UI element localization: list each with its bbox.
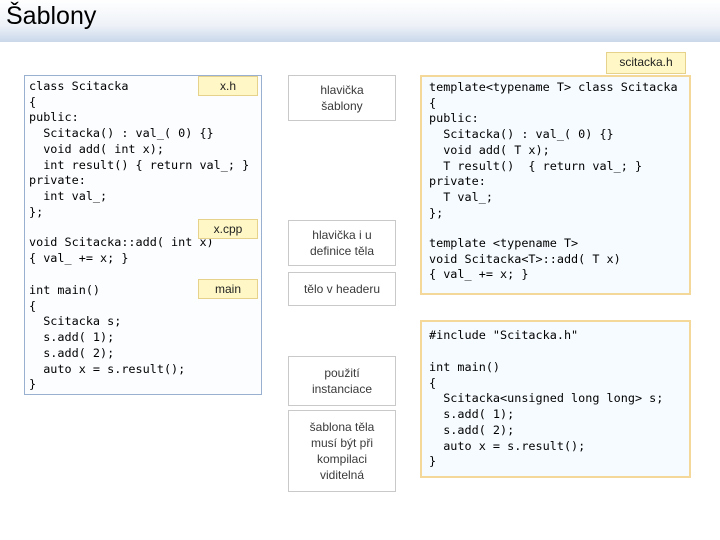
hdr-line-1: { [29,94,37,109]
file-label-x-cpp: x.cpp [198,219,258,239]
main-line-3: s.add( 1); [29,330,115,345]
tpl-line-7: T val_; [429,189,493,204]
cpp-code: void Scitacka::add( int x) { val_ += x; … [29,235,214,266]
right-template-panel: template<typename T> class Scitacka { pu… [420,75,691,295]
hdr-line-4: void add( int x); [29,141,164,156]
main-line-5: auto x = s.result(); [29,361,186,376]
tpl-line-6: private: [429,174,486,189]
cpp-line-0: void Scitacka::add( int x) [29,235,214,249]
rmain-line-0: int main() [429,360,501,374]
slide-title: Šablony [6,2,97,30]
hdr-line-3: Scitacka() : val_( 0) {} [29,126,214,141]
main-line-6: } [29,377,37,392]
template-code: template<typename T> class Scitacka { pu… [429,80,678,221]
hdr-line-7: int val_; [29,188,108,203]
tpl-line-8: }; [429,205,444,220]
main-line-2: Scitacka s; [29,314,122,329]
tpl-line-3: Scitacka() : val_( 0) {} [429,127,614,142]
rmain-line-6: } [429,454,437,469]
main-line-1: { [29,298,37,313]
note-body-in-header: tělo v headeru [288,272,396,306]
hdr-line-2: public: [29,110,79,125]
file-label-scitacka-h: scitacka.h [606,52,686,74]
rmain-line-2: Scitacka<unsigned long long> s; [429,391,664,406]
rmain-line-1: { [429,375,437,390]
title-bar [0,0,720,42]
right-main-panel: #include "Scitacka.h" int main() { Scita… [420,320,691,478]
include-line: #include "Scitacka.h" [429,328,579,342]
hdr-line-8: }; [29,204,44,219]
rmain-line-5: auto x = s.result(); [429,438,586,453]
def-line-1: void Scitacka<T>::add( T x) [429,251,621,266]
rmain-line-3: s.add( 1); [429,407,515,422]
tpl-line-5: T result() { return val_; } [429,158,643,173]
cpp-line-1: { val_ += x; } [29,250,129,265]
def-line-0: template <typename T> [429,236,579,250]
tpl-line-2: public: [429,111,479,126]
template-definition-code: template <typename T> void Scitacka<T>::… [429,236,621,283]
def-line-2: { val_ += x; } [429,267,529,282]
right-main-code: int main() { Scitacka<unsigned long long… [429,360,663,470]
hdr-line-5: int result() { return val_; } [29,157,250,172]
header-code: class Scitacka { public: Scitacka() : va… [29,79,249,220]
include-code: #include "Scitacka.h" [429,328,578,344]
tpl-line-4: void add( T x); [429,142,550,157]
rmain-line-4: s.add( 2); [429,422,515,437]
file-label-main: main [198,279,258,299]
hdr-line-0: class Scitacka [29,79,129,93]
main-line-4: s.add( 2); [29,345,115,360]
file-label-x-h: x.h [198,76,258,96]
hdr-line-6: private: [29,173,86,188]
tpl-line-0: template<typename T> class Scitacka [429,80,678,94]
main-code: int main() { Scitacka s; s.add( 1); s.ad… [29,283,185,393]
main-line-0: int main() [29,283,101,297]
tpl-line-1: { [429,95,437,110]
